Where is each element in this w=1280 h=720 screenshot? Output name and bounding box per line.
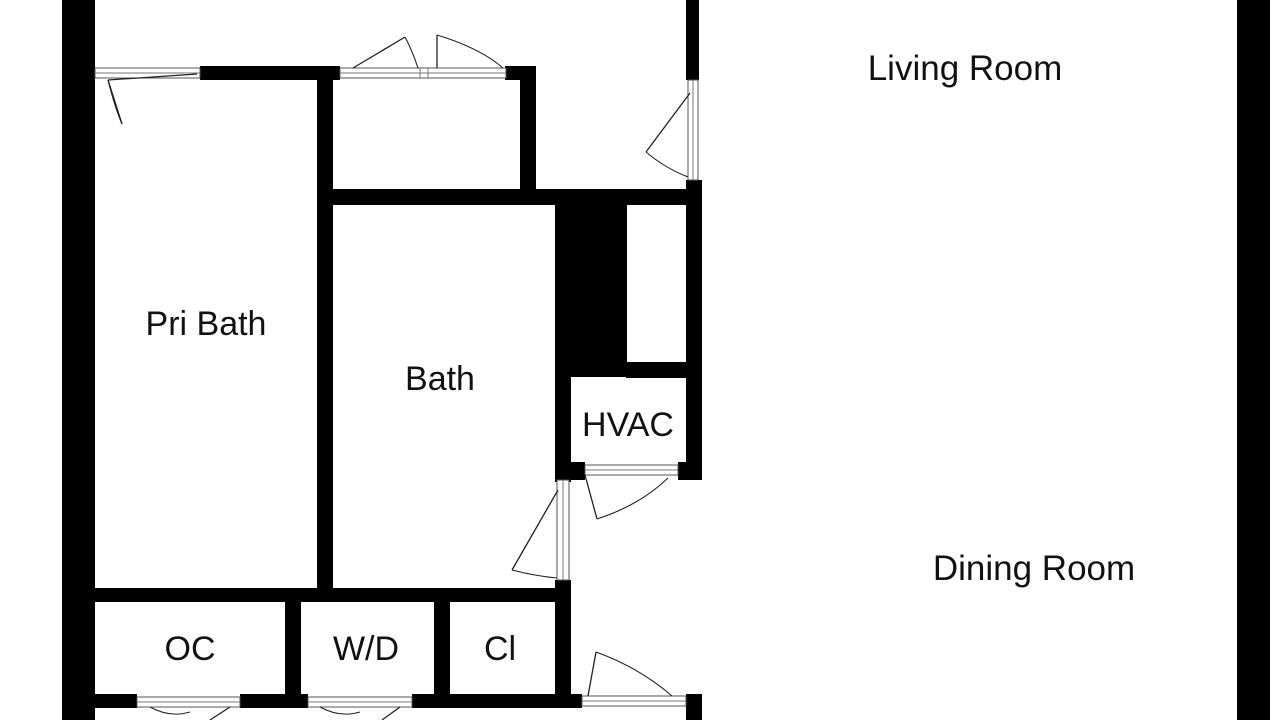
door-living-room [645,79,699,181]
wall-hvac-left [555,362,571,482]
label-pri-bath: Pri Bath [146,305,267,343]
wall-bottom-seg-1 [95,694,137,708]
label-closet: Cl [484,630,516,668]
door-closet-double [339,34,507,79]
wall-bottom-seg-2 [240,694,308,708]
wall-upper-segment [200,66,340,80]
door-lower-right [581,651,687,707]
door-wd [307,696,413,720]
door-oc [136,696,241,720]
wall-oc-wd-divider [285,588,301,708]
wall-wd-cl-divider [434,588,450,708]
wall-pri-bath-right [317,66,333,592]
door-hvac [584,464,679,520]
outer-wall-right [1237,0,1270,720]
door-pri-bath-top [94,67,201,125]
wall-chase-bottom [626,362,702,378]
wall-hvac-stub-right [678,462,702,480]
label-oc: OC [165,630,216,668]
label-hvac: HVAC [582,406,674,444]
room-labels: Living Room Pri Bath Bath HVAC Dining Ro… [146,49,1136,668]
label-washer-dryer: W/D [333,630,399,668]
wall-above-bath [317,189,702,205]
outer-wall-left [62,0,95,720]
label-bath: Bath [405,360,475,398]
label-dining-room: Dining Room [933,549,1135,588]
walls [62,0,1270,720]
wall-bottom-seg-4 [686,694,702,720]
doors [94,34,699,720]
wall-hvac-stub-left [555,462,585,480]
label-living-room: Living Room [868,49,1063,88]
wall-chase-right [686,189,702,477]
wall-closet-right [520,66,536,196]
wall-living-upper [686,0,699,80]
wall-bath-door-post [555,580,571,708]
door-bath [511,479,570,581]
wall-closets-top [95,588,570,602]
chase-shaft [555,189,627,377]
wall-bottom-seg-3 [412,694,582,708]
